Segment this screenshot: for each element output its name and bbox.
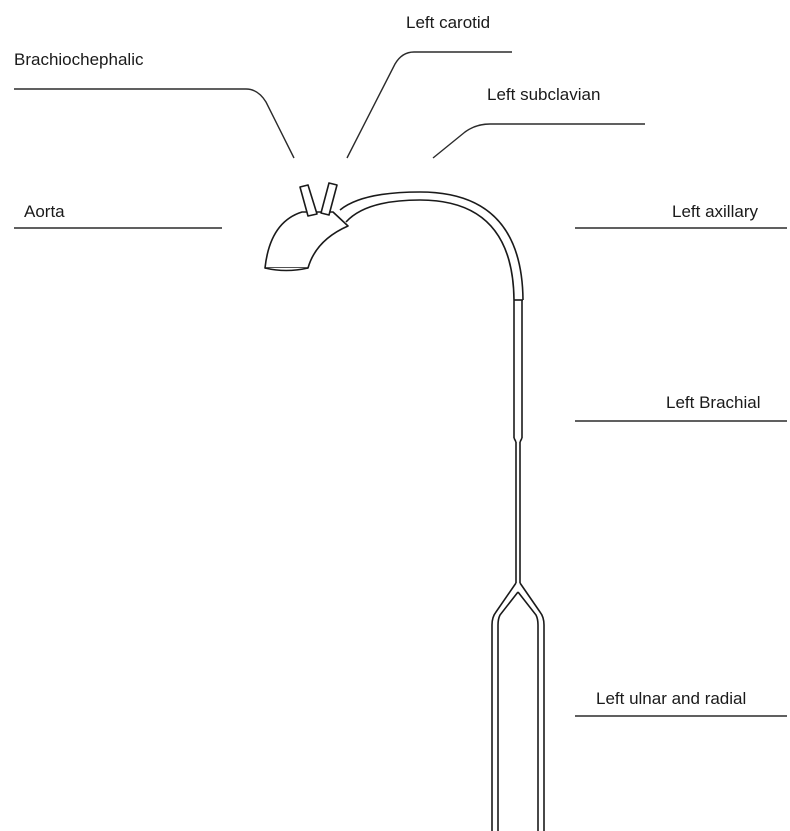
bifurcation-left-inner [498, 592, 518, 625]
bifurcation-right-inner [518, 592, 538, 625]
bifurcation-left-outer [492, 583, 516, 625]
leader-left-subclavian [433, 124, 645, 158]
brachial-narrowing [514, 438, 522, 442]
leader-brachiocephalic [14, 89, 294, 158]
subclavian-axillary-inner [346, 200, 514, 300]
aorta-cut-end [265, 268, 308, 271]
left-carotid-stub [321, 183, 337, 215]
aortic-arch [265, 212, 348, 268]
leader-left-carotid [347, 52, 512, 158]
bifurcation-right-outer [520, 583, 544, 625]
